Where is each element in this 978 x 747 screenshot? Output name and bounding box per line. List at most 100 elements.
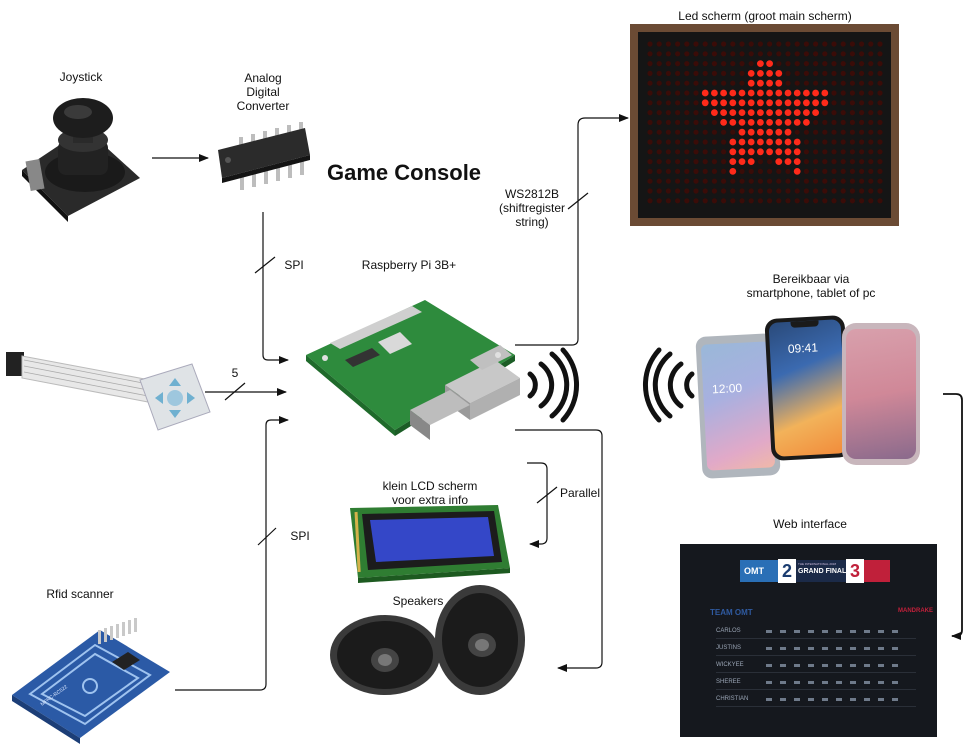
led-off	[647, 159, 653, 165]
led-on	[793, 148, 801, 156]
led-off	[693, 41, 699, 47]
led-off	[711, 70, 717, 76]
led-off	[675, 41, 681, 47]
arrow-raspberry-led	[515, 114, 629, 346]
scoreboard-cell	[780, 681, 786, 684]
led-off	[730, 80, 736, 86]
led-off	[840, 129, 846, 135]
led-off	[675, 90, 681, 96]
scoreboard-player-name: SHEREE	[716, 679, 741, 685]
led-off	[868, 100, 874, 106]
led-on	[738, 119, 746, 126]
led-off	[684, 41, 690, 47]
scoreboard-cell	[850, 664, 856, 667]
led-off	[849, 168, 855, 174]
led-off	[822, 61, 828, 67]
led-on	[757, 89, 764, 97]
scoreboard-row: CARLOS	[716, 626, 916, 639]
led-off	[665, 41, 671, 47]
led-off	[702, 168, 708, 174]
led-off	[675, 198, 681, 204]
label-spi-bottom: SPI	[290, 529, 310, 543]
led-off	[813, 159, 819, 165]
led-on	[784, 89, 792, 97]
led-off	[831, 178, 837, 184]
scoreboard-row: JUSTINS	[716, 643, 916, 656]
led-off	[803, 178, 809, 184]
led-off	[840, 90, 846, 96]
led-off	[739, 80, 745, 86]
led-off	[647, 119, 653, 125]
led-off	[739, 188, 745, 194]
led-on	[784, 119, 792, 126]
led-off	[877, 110, 883, 116]
tick-spi-bottom	[257, 527, 277, 546]
scoreboard-player-name: CARLOS	[716, 628, 741, 634]
scoreboard-cell	[822, 681, 828, 684]
led-off	[785, 198, 791, 204]
led-off	[813, 61, 819, 67]
led-off	[647, 61, 653, 67]
led-off	[675, 168, 681, 174]
scoreboard-cell	[864, 664, 870, 667]
led-on	[766, 70, 773, 77]
led-off	[767, 51, 773, 57]
phone-iphone: 09:41	[764, 315, 852, 461]
label-web-interface: Web interface	[773, 517, 847, 531]
led-off	[859, 80, 865, 86]
led-on	[720, 89, 727, 97]
led-off	[849, 129, 855, 135]
led-off	[684, 188, 690, 194]
led-on	[793, 138, 801, 146]
led-off	[877, 188, 883, 194]
led-off	[831, 149, 837, 155]
scoreboard-cell	[794, 647, 800, 650]
led-off	[711, 119, 717, 125]
led-on	[729, 168, 737, 175]
scoreboard-cell	[822, 630, 828, 633]
led-off	[693, 178, 699, 184]
led-off	[730, 178, 736, 184]
label-spi-top: SPI	[284, 258, 304, 272]
led-off	[693, 110, 699, 116]
led-on	[821, 89, 829, 97]
led-off	[711, 139, 717, 145]
scoreboard-cell	[850, 630, 856, 633]
led-off	[877, 80, 883, 86]
label-reachable: Bereikbaar via smartphone, tablet of pc	[736, 272, 886, 300]
led-off	[757, 159, 763, 165]
led-off	[656, 139, 662, 145]
led-off	[868, 129, 874, 135]
label-adc-line2: Digital	[246, 85, 280, 99]
led-off	[831, 198, 837, 204]
led-off	[813, 168, 819, 174]
led-off	[721, 149, 727, 155]
led-off	[739, 70, 745, 76]
led-off	[840, 149, 846, 155]
led-on	[766, 99, 773, 107]
led-grid	[647, 41, 883, 204]
led-off	[647, 41, 653, 47]
led-off	[684, 70, 690, 76]
led-off	[711, 80, 717, 86]
led-off	[767, 188, 773, 194]
led-off	[849, 119, 855, 125]
led-off	[831, 168, 837, 174]
led-off	[711, 159, 717, 165]
led-on	[747, 158, 755, 166]
led-on	[784, 138, 792, 146]
scoreboard-cell	[780, 664, 786, 667]
led-off	[711, 41, 717, 47]
led-off	[803, 70, 809, 76]
led-off	[822, 119, 828, 125]
led-off	[684, 129, 690, 135]
led-off	[702, 70, 708, 76]
led-on	[747, 99, 755, 107]
scoreboard-cell	[864, 647, 870, 650]
led-off	[859, 119, 865, 125]
led-on	[738, 138, 746, 146]
led-off	[730, 51, 736, 57]
led-off	[739, 51, 745, 57]
led-off	[803, 41, 809, 47]
led-off	[757, 168, 763, 174]
